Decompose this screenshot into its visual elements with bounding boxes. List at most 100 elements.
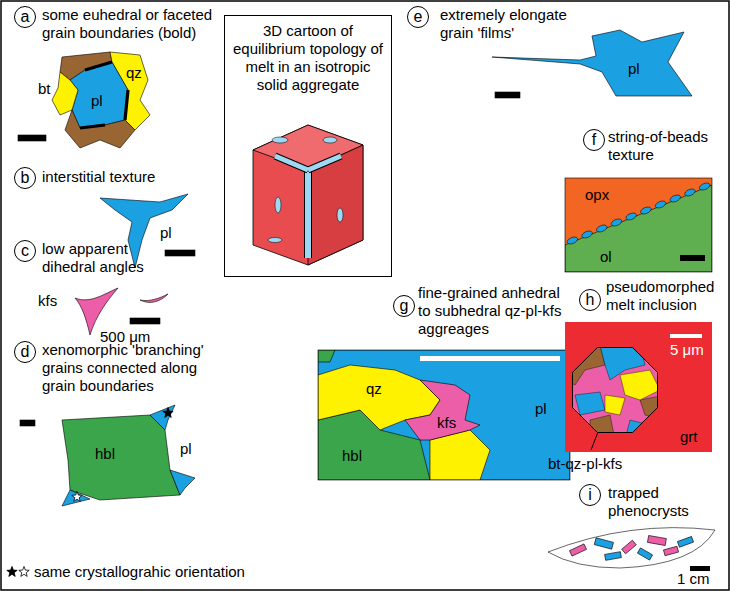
panel-i-phenocrysts xyxy=(663,546,678,555)
panel-f-beads xyxy=(625,212,637,222)
panel-f-beads xyxy=(669,194,681,204)
panel-b-interstitial xyxy=(165,250,195,256)
equilibrium-cube xyxy=(337,208,343,222)
panel-d-branching xyxy=(62,490,90,506)
mineral-label: hbl xyxy=(342,447,362,465)
panel-h-inclusion xyxy=(560,322,712,452)
panel-a-grains xyxy=(18,135,46,141)
panel-c-dihedral xyxy=(75,288,168,335)
mineral-label: kfs xyxy=(38,292,57,310)
panel-h-inclusion xyxy=(565,410,590,435)
panel-f-beads xyxy=(640,206,652,216)
equilibrium-cube xyxy=(272,137,288,143)
panel-letter: h xyxy=(579,289,601,311)
panel-g-aggregate xyxy=(420,356,560,361)
panel-letter: e xyxy=(407,6,429,28)
panel-h-inclusion xyxy=(590,415,615,440)
panel-f-beads xyxy=(565,178,712,272)
panel-f-beads xyxy=(596,224,608,234)
panel-h-inclusion xyxy=(625,420,650,440)
equilibrium-cube xyxy=(253,125,363,265)
panel-letter-text: a xyxy=(21,9,30,25)
mineral-label: grt xyxy=(680,428,698,446)
panel-letter-text: g xyxy=(400,298,409,314)
panel-g-aggregate xyxy=(405,380,480,440)
panel-letter: f xyxy=(583,129,605,151)
panel-d-branching xyxy=(170,470,195,495)
panel-g-aggregate xyxy=(318,350,570,480)
mineral-label: qz xyxy=(366,380,382,398)
panel-e-film xyxy=(492,30,692,96)
mineral-label: pl xyxy=(535,400,547,418)
panel-description: interstitial texture xyxy=(42,168,202,186)
panel-letter-text: d xyxy=(21,344,30,360)
scale-label: 5 μm xyxy=(670,341,704,359)
panel-h-inclusion xyxy=(565,345,605,385)
panel-h-inclusion xyxy=(560,340,670,445)
orientation-star xyxy=(7,408,173,577)
mineral-label: pl xyxy=(628,60,640,78)
panel-g-aggregate xyxy=(318,350,335,362)
panel-f-beads xyxy=(610,218,622,228)
panel-e-film xyxy=(495,92,520,98)
equilibrium-cube xyxy=(275,156,341,170)
mineral-label: kfs xyxy=(437,414,456,432)
panel-i-phenocrysts xyxy=(637,548,652,560)
panel-d-branching xyxy=(150,405,175,430)
panel-d-branching xyxy=(20,420,35,426)
panel-f-frame xyxy=(565,178,712,272)
panel-h-inclusion xyxy=(560,340,670,445)
panel-letter: b xyxy=(14,167,36,189)
panel-d-branching xyxy=(20,405,195,506)
panel-description: string-of-beads texture xyxy=(608,128,723,164)
mineral-label: qz xyxy=(126,64,142,82)
panel-i-phenocrysts xyxy=(548,528,715,568)
orientation-star xyxy=(72,492,82,502)
footnote: same crystallograhic orientation xyxy=(34,563,245,581)
panel-d-branching xyxy=(62,415,180,500)
orientation-star xyxy=(19,567,29,577)
panel-g-frame xyxy=(318,350,570,480)
equilibrium-cube xyxy=(275,156,341,170)
equilibrium-cube xyxy=(268,238,282,243)
caption-box: 3D cartoon of equilibrium topology of me… xyxy=(224,15,392,277)
panel-letter-text: c xyxy=(21,243,29,259)
panel-i-phenocrysts xyxy=(677,536,693,547)
panel-i-phenocrysts xyxy=(622,540,637,554)
mineral-label: pl xyxy=(160,224,172,242)
panel-f-beads xyxy=(698,182,710,192)
panel-a-grains xyxy=(52,72,78,115)
panel-h-inclusion xyxy=(620,370,660,400)
panel-a-grains xyxy=(18,52,150,148)
orientation-star xyxy=(163,408,173,418)
panel-f-beads xyxy=(565,185,712,272)
panel-a-grains xyxy=(70,62,128,128)
scale-label: 1 cm xyxy=(677,570,710,588)
mineral-label: hbl xyxy=(95,445,115,463)
panel-f-beads xyxy=(654,200,666,210)
panel-a-grains xyxy=(80,62,128,128)
panel-letter: a xyxy=(14,6,36,28)
panel-letter-text: i xyxy=(588,487,592,503)
panel-i-phenocrysts xyxy=(569,544,586,556)
panel-e-film xyxy=(492,30,692,98)
mineral-label: pl xyxy=(180,440,192,458)
panel-letter: g xyxy=(393,295,415,317)
panel-letter-text: b xyxy=(21,170,30,186)
mineral-label: pl xyxy=(91,92,103,110)
panel-i-phenocrysts xyxy=(647,535,666,545)
panel-h-inclusion xyxy=(575,392,605,415)
panel-letter: c xyxy=(14,240,36,262)
equilibrium-cube xyxy=(305,172,311,258)
panel-f-beads xyxy=(566,182,711,246)
panel-description: some euhedral or faceted grain boundarie… xyxy=(42,6,220,42)
panel-i-phenocrysts xyxy=(594,538,613,549)
panel-c-dihedral xyxy=(75,288,118,335)
equilibrium-cube xyxy=(253,125,363,265)
panel-i-phenocrysts xyxy=(605,552,622,561)
panel-letter-text: h xyxy=(586,292,595,308)
panel-h-inclusion xyxy=(640,395,665,420)
mineral-label: opx xyxy=(585,186,609,204)
